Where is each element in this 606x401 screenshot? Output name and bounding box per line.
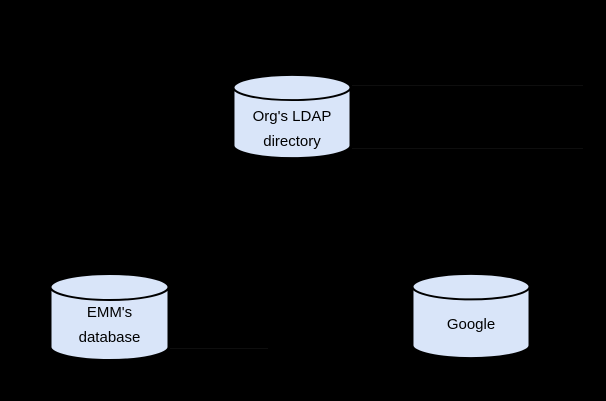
faint-connector-trace-bottom xyxy=(170,348,268,349)
node-google: Google xyxy=(411,272,531,360)
database-cylinder-icon xyxy=(232,73,352,160)
database-cylinder-icon xyxy=(49,273,170,361)
node-org-ldap-directory: Org's LDAP directory xyxy=(232,73,352,160)
faint-connector-trace-middle xyxy=(352,148,583,149)
faint-connector-trace-top xyxy=(352,85,583,86)
node-emm-database: EMM's database xyxy=(49,272,170,362)
database-cylinder-icon xyxy=(411,272,531,360)
